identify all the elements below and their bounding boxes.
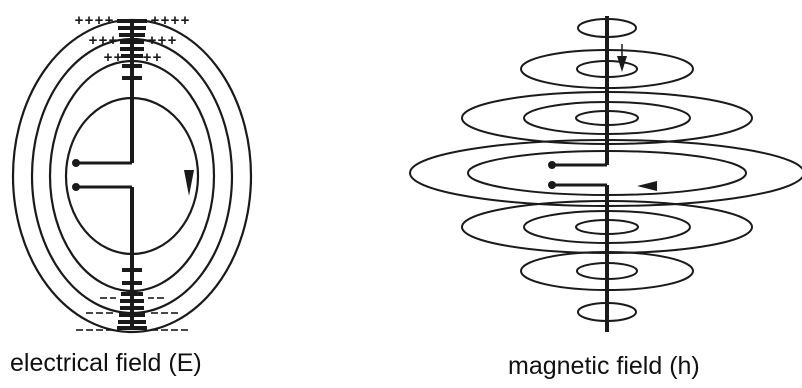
- h-field-ring: [461, 91, 753, 145]
- e-field-direction-arrow: [184, 170, 194, 196]
- current-direction-arrow: [617, 56, 627, 72]
- h-field-direction-arrow: [637, 181, 657, 191]
- plus-sign: +: [160, 13, 169, 30]
- plus-sign: +: [103, 50, 112, 67]
- plus-sign: +: [104, 13, 113, 30]
- plus-sign: +: [147, 33, 156, 50]
- h-field-ring: [520, 49, 694, 89]
- feed-terminal: [72, 183, 80, 191]
- h-field-ring: [575, 110, 639, 126]
- plus-sign: +: [167, 33, 176, 50]
- electrical-field-diagram: [11, 18, 253, 334]
- feed-terminal: [548, 161, 556, 169]
- plus-sign: +: [108, 33, 117, 50]
- magnetic-field-caption: magnetic field (h): [508, 352, 700, 380]
- plus-sign: +: [170, 13, 179, 30]
- plus-sign: +: [88, 33, 97, 50]
- h-field-ring: [577, 18, 637, 38]
- negative-charges: [76, 297, 188, 331]
- magnetic-field-diagram: [409, 16, 802, 332]
- plus-sign: +: [152, 50, 161, 67]
- plus-sign: +: [98, 33, 107, 50]
- plus-sign: +: [113, 50, 122, 67]
- plus-sign: +: [180, 13, 189, 30]
- electrical-field-caption: electrical field (E): [10, 349, 202, 377]
- plus-sign: +: [157, 33, 166, 50]
- plus-sign: +: [94, 13, 103, 30]
- feed-terminal: [72, 159, 80, 167]
- plus-sign: +: [150, 13, 159, 30]
- positive-charges: + + + + + + + + + + + + + + + + + +: [74, 13, 189, 67]
- plus-sign: +: [142, 50, 151, 67]
- plus-sign: +: [74, 13, 83, 30]
- plus-sign: +: [84, 13, 93, 30]
- h-field-ring: [523, 101, 691, 135]
- feed-terminal: [548, 181, 556, 189]
- h-field-ring: [576, 60, 638, 78]
